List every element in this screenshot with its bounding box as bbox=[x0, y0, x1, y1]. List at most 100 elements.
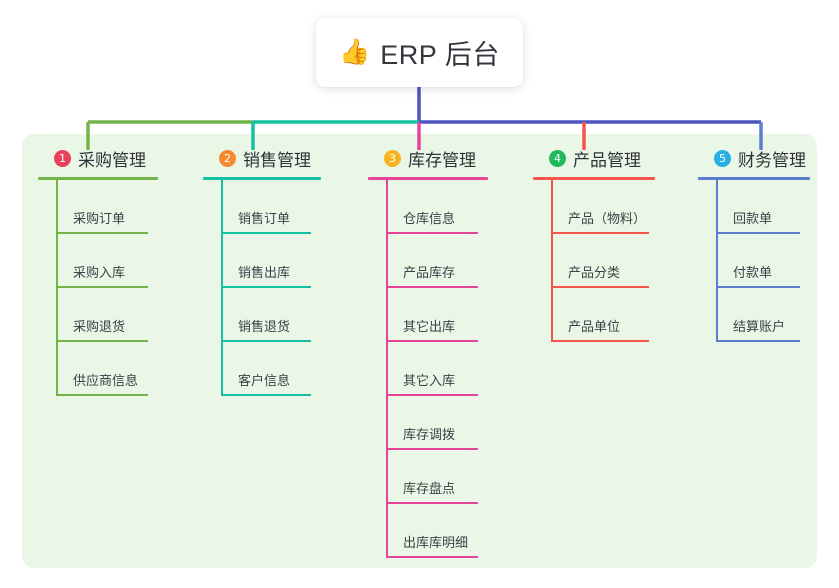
leaf-item-underline bbox=[56, 286, 148, 288]
column-badge-3: 3 bbox=[384, 149, 401, 167]
leaf-item-underline bbox=[386, 502, 478, 504]
leaf-item[interactable]: 产品库存 bbox=[368, 234, 488, 288]
leaf-item[interactable]: 采购订单 bbox=[38, 180, 158, 234]
leaf-item[interactable]: 采购退货 bbox=[38, 288, 158, 342]
column-items-2: 销售订单销售出库销售退货客户信息 bbox=[203, 180, 321, 396]
leaf-item-label: 供应商信息 bbox=[73, 373, 139, 389]
column-badge-2: 2 bbox=[219, 149, 236, 167]
leaf-item-label: 其它入库 bbox=[403, 373, 456, 389]
leaf-item[interactable]: 出库库明细 bbox=[368, 504, 488, 558]
leaf-item[interactable]: 仓库信息 bbox=[368, 180, 488, 234]
leaf-item-label: 采购退货 bbox=[73, 319, 126, 335]
leaf-item-underline bbox=[386, 448, 478, 450]
leaf-item-label: 出库库明细 bbox=[403, 535, 469, 551]
column-spine-4 bbox=[551, 180, 553, 342]
leaf-item-underline bbox=[386, 394, 478, 396]
thumbs-up-icon: 👍 bbox=[339, 38, 371, 66]
leaf-item[interactable]: 销售订单 bbox=[203, 180, 321, 234]
leaf-item[interactable]: 付款单 bbox=[698, 234, 810, 288]
column-header-1[interactable]: 1 采购管理 bbox=[38, 144, 158, 172]
column-header-3[interactable]: 3 库存管理 bbox=[368, 144, 488, 172]
leaf-item-underline bbox=[716, 340, 800, 342]
leaf-item[interactable]: 产品分类 bbox=[533, 234, 655, 288]
column-title-4: 产品管理 bbox=[573, 150, 641, 170]
column-spine-1 bbox=[56, 180, 58, 396]
column-items-1: 采购订单采购入库采购退货供应商信息 bbox=[38, 180, 158, 396]
leaf-item-underline bbox=[716, 286, 800, 288]
leaf-item-underline bbox=[386, 340, 478, 342]
column-items-4: 产品（物料） 产品分类产品单位 bbox=[533, 180, 655, 342]
leaf-item-underline bbox=[551, 286, 649, 288]
column-underline-1 bbox=[38, 177, 158, 180]
leaf-item-label: 采购入库 bbox=[73, 265, 126, 281]
column-title-5: 财务管理 bbox=[738, 150, 806, 170]
leaf-item-underline bbox=[386, 556, 478, 558]
leaf-item-underline bbox=[56, 394, 148, 396]
leaf-item-label: 其它出库 bbox=[403, 319, 456, 335]
root-node[interactable]: 👍 ERP 后台 bbox=[316, 18, 523, 87]
column-underline-4 bbox=[533, 177, 655, 180]
column-1: 1 采购管理采购订单采购入库采购退货供应商信息 bbox=[38, 144, 158, 396]
leaf-item[interactable]: 其它入库 bbox=[368, 342, 488, 396]
root-title: ERP 后台 bbox=[380, 40, 500, 70]
column-5: 5 财务管理回款单付款单结算账户 bbox=[698, 144, 810, 342]
column-spine-5 bbox=[716, 180, 718, 342]
leaf-item-label: 产品（物料） bbox=[568, 211, 647, 227]
column-header-2[interactable]: 2 销售管理 bbox=[203, 144, 321, 172]
column-2: 2 销售管理销售订单销售出库销售退货客户信息 bbox=[203, 144, 321, 396]
column-spine-3 bbox=[386, 180, 388, 558]
column-header-5[interactable]: 5 财务管理 bbox=[698, 144, 810, 172]
leaf-item[interactable]: 其它出库 bbox=[368, 288, 488, 342]
leaf-item-label: 库存盘点 bbox=[403, 481, 456, 497]
leaf-item-label: 回款单 bbox=[733, 211, 773, 227]
leaf-item[interactable]: 结算账户 bbox=[698, 288, 810, 342]
column-items-5: 回款单付款单结算账户 bbox=[698, 180, 810, 342]
leaf-item-underline bbox=[56, 340, 148, 342]
leaf-item[interactable]: 客户信息 bbox=[203, 342, 321, 396]
leaf-item-label: 销售订单 bbox=[238, 211, 291, 227]
column-underline-3 bbox=[368, 177, 488, 180]
column-items-3: 仓库信息产品库存其它出库其它入库库存调拨库存盘点出库库明细 bbox=[368, 180, 488, 558]
leaf-item-underline bbox=[221, 394, 311, 396]
leaf-item-label: 销售出库 bbox=[238, 265, 291, 281]
leaf-item-label: 结算账户 bbox=[733, 319, 786, 335]
leaf-item-underline bbox=[56, 232, 148, 234]
leaf-item-label: 采购订单 bbox=[73, 211, 126, 227]
leaf-item[interactable]: 产品（物料） bbox=[533, 180, 655, 234]
leaf-item-underline bbox=[221, 286, 311, 288]
column-spine-2 bbox=[221, 180, 223, 396]
leaf-item-label: 客户信息 bbox=[238, 373, 291, 389]
leaf-item-underline bbox=[221, 232, 311, 234]
column-badge-5: 5 bbox=[714, 149, 731, 167]
column-3: 3 库存管理仓库信息产品库存其它出库其它入库库存调拨库存盘点出库库明细 bbox=[368, 144, 488, 558]
diagram-background-panel bbox=[22, 134, 817, 568]
leaf-item-label: 仓库信息 bbox=[403, 211, 456, 227]
leaf-item-label: 库存调拨 bbox=[403, 427, 456, 443]
leaf-item-underline bbox=[551, 232, 649, 234]
leaf-item-underline bbox=[386, 286, 478, 288]
leaf-item-underline bbox=[221, 340, 311, 342]
leaf-item-label: 产品库存 bbox=[403, 265, 456, 281]
leaf-item-label: 付款单 bbox=[733, 265, 773, 281]
leaf-item[interactable]: 库存盘点 bbox=[368, 450, 488, 504]
leaf-item-underline bbox=[386, 232, 478, 234]
column-underline-5 bbox=[698, 177, 810, 180]
leaf-item[interactable]: 供应商信息 bbox=[38, 342, 158, 396]
leaf-item-label: 产品单位 bbox=[568, 319, 621, 335]
column-underline-2 bbox=[203, 177, 321, 180]
leaf-item[interactable]: 回款单 bbox=[698, 180, 810, 234]
leaf-item[interactable]: 库存调拨 bbox=[368, 396, 488, 450]
leaf-item-underline bbox=[551, 340, 649, 342]
leaf-item[interactable]: 销售出库 bbox=[203, 234, 321, 288]
leaf-item-label: 销售退货 bbox=[238, 319, 291, 335]
column-badge-1: 1 bbox=[54, 149, 71, 167]
column-title-3: 库存管理 bbox=[408, 150, 476, 170]
leaf-item[interactable]: 产品单位 bbox=[533, 288, 655, 342]
leaf-item[interactable]: 采购入库 bbox=[38, 234, 158, 288]
column-title-1: 采购管理 bbox=[78, 150, 146, 170]
leaf-item[interactable]: 销售退货 bbox=[203, 288, 321, 342]
column-title-2: 销售管理 bbox=[243, 150, 311, 170]
